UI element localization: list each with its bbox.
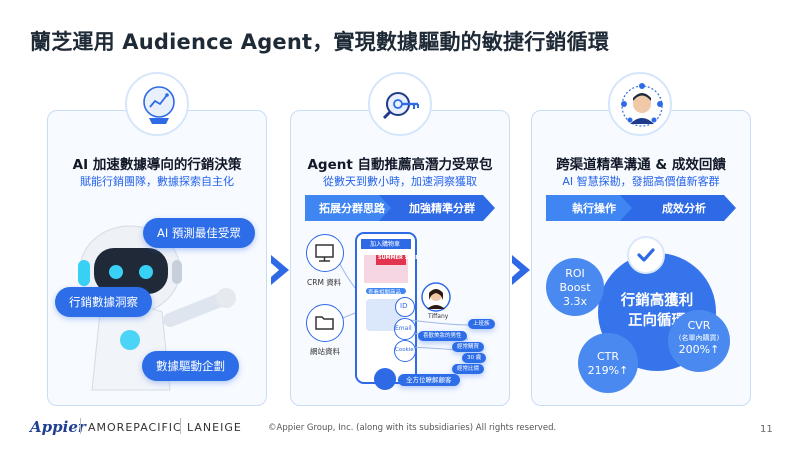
email-marker <box>394 318 416 340</box>
chevron-right-icon <box>269 253 291 287</box>
pill-predict-audience: AI 預測最佳受眾 <box>143 218 255 248</box>
agent-avatar-icon <box>608 72 672 136</box>
ai-spark-icon <box>374 368 396 390</box>
ctr-bubble: CTR 219%↑ <box>578 333 638 393</box>
laneige-logo: LANEIGE <box>187 421 242 434</box>
monitor-icon <box>306 234 344 272</box>
card-title: AI 加速數據導向的行銷決策 <box>72 157 242 173</box>
band-label-execute: 執行操作 <box>572 202 616 215</box>
cvr-value: 200%↑ <box>678 343 720 356</box>
cookie-label: Cookie <box>395 347 414 353</box>
footer-divider <box>180 418 181 434</box>
cvr-label: CVR <box>687 319 711 332</box>
cookie-marker <box>394 340 416 362</box>
card-subtitle: 從數天到數小時，加速洞察獲取 <box>323 175 477 188</box>
roi-label: ROI <box>565 267 585 280</box>
id-marker <box>395 297 415 317</box>
card-audience-package: Agent 自動推薦高潛力受眾包 從數天到數小時，加速洞察獲取 拓展分群思路 加… <box>290 110 510 406</box>
slide-title: 蘭芝運用 Audience Agent，實現數據驅動的敏捷行銷循環 <box>30 30 610 54</box>
footer-divider <box>80 418 81 434</box>
process-band: 拓展分群思路 加強精準分群 <box>305 195 495 221</box>
tag-age: 30 歲 <box>462 353 487 363</box>
check-icon <box>627 236 665 274</box>
process-band: 執行操作 成效分析 <box>546 195 736 221</box>
folder-icon <box>306 304 344 342</box>
copyright-text: ©Appier Group, Inc. (along with its subs… <box>268 423 557 433</box>
cvr-note: (名單內購買) <box>678 334 720 342</box>
card-title: Agent 自動推薦高潛力受眾包 <box>307 157 493 173</box>
card-subtitle: AI 智慧探勘，發掘高價值新客群 <box>562 175 720 188</box>
amorepacific-logo: AMOREPACIFIC <box>88 421 182 434</box>
tag-frequent-buyer: 經常購買 <box>452 342 485 352</box>
cvr-bubble: CVR (名單內購買) 200%↑ <box>668 310 730 372</box>
tag-office-worker: 上班族 <box>468 319 495 329</box>
tag-beauty-male: 喜歡美妝的男性 <box>418 331 467 341</box>
ctr-value: 219%↑ <box>587 364 629 377</box>
phone-cta: 查看相關商品 <box>368 290 402 296</box>
robot-illustration <box>78 225 236 391</box>
card-subtitle: 賦能行銷團隊，數據探索自主化 <box>80 175 234 188</box>
roi-bubble: ROI Boost 3.3x <box>546 258 604 316</box>
chevron-right-icon <box>510 253 532 287</box>
appier-logo: Appier <box>30 418 86 436</box>
page-number: 11 <box>760 424 773 435</box>
id-label: ID <box>400 302 408 310</box>
band-label-analysis: 成效分析 <box>662 202 706 215</box>
search-key-icon <box>368 72 432 136</box>
understand-customer-bar: 全方位瞭解顧客 <box>398 374 460 386</box>
band-label-expand: 拓展分群思路 <box>319 202 385 215</box>
band-label-precise: 加強精準分群 <box>409 202 475 215</box>
tag-price-compare: 經常比價 <box>452 364 485 374</box>
bubble-line-1: 行銷高獲利 <box>620 293 694 309</box>
source-label-crm: CRM 資料 <box>307 278 342 287</box>
card-title: 跨渠道精準溝通 & 成效回饋 <box>556 157 726 173</box>
pill-marketing-insight: 行銷數據洞察 <box>55 287 152 317</box>
ctr-label: CTR <box>596 350 620 363</box>
person-avatar <box>421 282 451 312</box>
roi-boost: Boost <box>559 281 591 294</box>
phone-header: 加入購物車 <box>370 241 401 248</box>
person-name: Tiffany <box>428 313 449 320</box>
roi-value: 3.3x <box>562 295 587 308</box>
email-label: Email <box>395 325 412 332</box>
crystal-ball-icon <box>125 72 189 136</box>
pill-data-planning: 數據驅動企劃 <box>142 351 239 381</box>
phone-sale-banner: SUMMER SALE <box>378 255 419 261</box>
source-label-web: 網站資料 <box>310 347 340 356</box>
